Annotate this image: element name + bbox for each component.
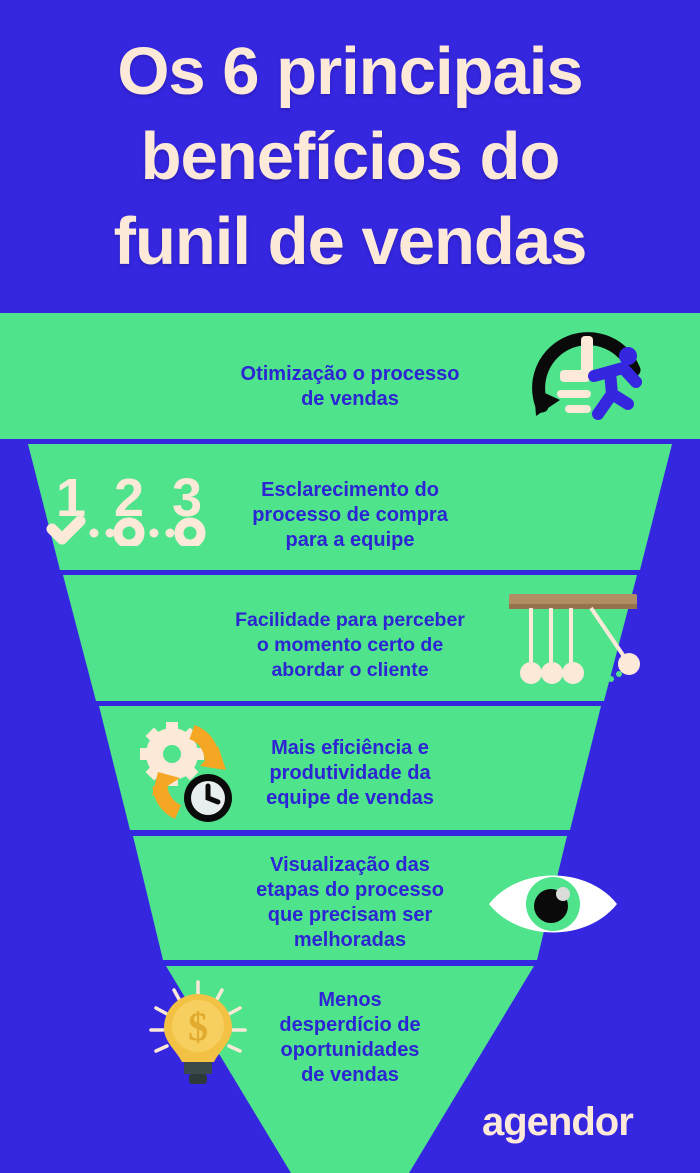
page-title-line-2: benefícios do bbox=[140, 119, 561, 194]
newtons-cradle-icon bbox=[505, 590, 655, 690]
clock-runner-icon bbox=[524, 318, 649, 428]
lightbulb-dollar-icon: $ bbox=[146, 978, 250, 1086]
gear-clock-icon bbox=[134, 716, 244, 826]
header-banner: Os 6 principais benefícios do funil de v… bbox=[0, 0, 700, 313]
page-title-line-3: funil de vendas bbox=[113, 204, 588, 279]
sales-funnel-graphic bbox=[0, 313, 700, 1173]
eye-icon bbox=[485, 858, 621, 950]
funnel-segment-2[interactable] bbox=[28, 444, 672, 570]
agendor-logo[interactable]: agendor bbox=[482, 1100, 634, 1144]
steps-123-icon: 1 2 3 bbox=[42, 466, 217, 549]
funnel-segment-4[interactable] bbox=[99, 706, 601, 830]
svg-text:$: $ bbox=[188, 1004, 208, 1049]
page-title: Os 6 principais benefícios do funil de v… bbox=[30, 29, 670, 284]
page-title-line-1: Os 6 principais bbox=[117, 34, 583, 109]
